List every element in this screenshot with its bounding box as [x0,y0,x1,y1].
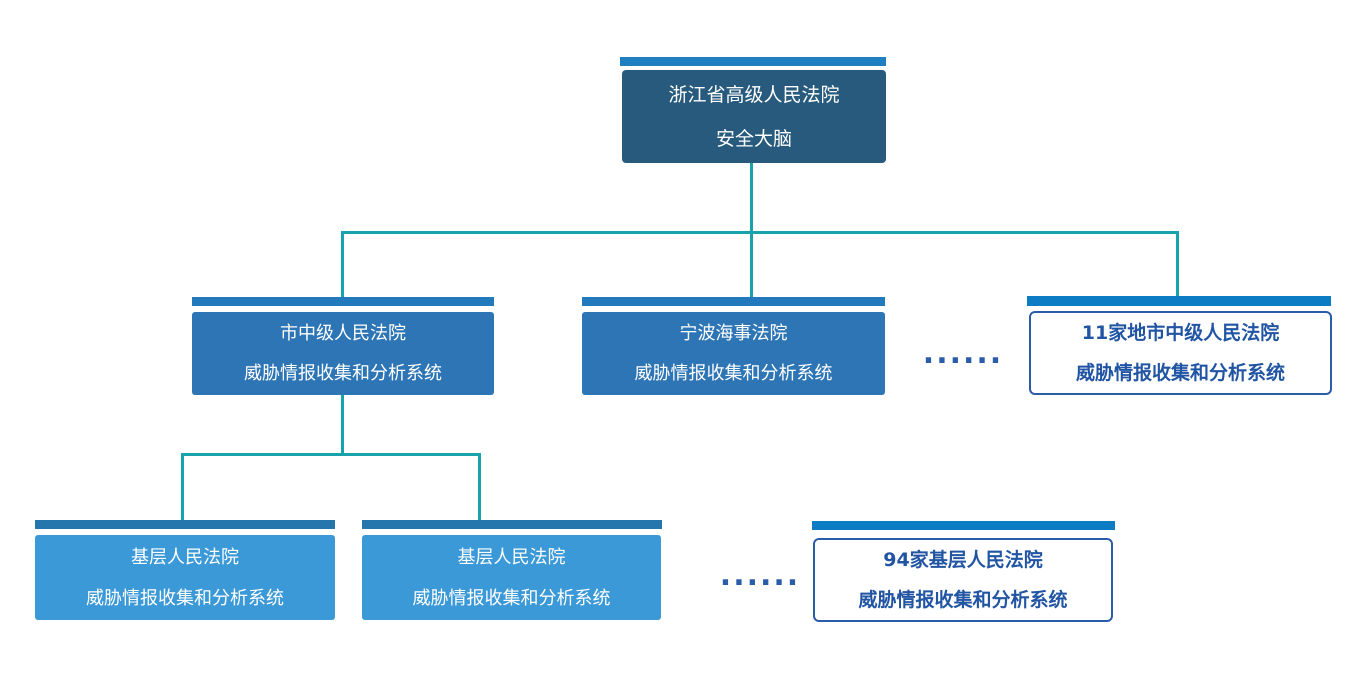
ningbo-accent-bar [582,297,885,306]
node-basic-summary: 94家基层人民法院 威胁情报收集和分析系统 [813,538,1113,622]
node-basic-court-1: 基层人民法院 威胁情报收集和分析系统 [35,535,335,620]
node-basic2-line2: 威胁情报收集和分析系统 [412,587,611,609]
root-accent-bar [620,57,886,66]
connector-level3-horizontal [181,453,481,456]
basic-summary-accent-bar [812,521,1115,530]
node-intermediate-line1: 市中级人民法院 [280,322,406,344]
node-basic2-line1: 基层人民法院 [457,546,566,568]
connector-level3-left-drop [181,453,184,521]
connector-level3-right-drop [478,453,481,521]
connector-level2-horizontal [341,231,1179,234]
node-basic-summary-line2: 威胁情报收集和分析系统 [858,589,1068,611]
ellipsis-bottom: ...... [719,558,801,593]
node-ningbo-maritime-court: 宁波海事法院 威胁情报收集和分析系统 [582,312,885,395]
node-basic1-line2: 威胁情报收集和分析系统 [86,587,284,609]
basic1-accent-bar [35,520,335,529]
node-intermediate-summary-line1: 11家地市中级人民法院 [1081,322,1280,344]
node-intermediate-summary-line2: 威胁情报收集和分析系统 [1075,362,1285,384]
node-intermediate-court: 市中级人民法院 威胁情报收集和分析系统 [192,312,494,395]
connector-intermediate-drop [341,395,344,456]
intermediate-accent-bar [192,297,494,306]
node-ningbo-line2: 威胁情报收集和分析系统 [634,362,833,384]
node-root-line1: 浙江省高级人民法院 [668,83,840,106]
connector-root-drop [750,163,753,233]
connector-level2-left-drop [341,231,344,297]
node-ningbo-line1: 宁波海事法院 [679,322,788,344]
node-root-line2: 安全大脑 [715,127,792,150]
node-intermediate-summary: 11家地市中级人民法院 威胁情报收集和分析系统 [1029,311,1332,395]
node-intermediate-line2: 威胁情报收集和分析系统 [244,362,442,384]
basic2-accent-bar [362,520,662,529]
node-basic1-line1: 基层人民法院 [131,546,239,568]
node-root: 浙江省高级人民法院 安全大脑 [622,70,886,163]
ellipsis-mid: ...... [922,336,1004,371]
intermediate-summary-accent-bar [1027,296,1331,306]
connector-level2-right-drop [1176,231,1179,296]
node-basic-summary-line1: 94家基层人民法院 [883,549,1043,571]
connector-level2-center-drop [750,231,753,298]
node-basic-court-2: 基层人民法院 威胁情报收集和分析系统 [362,535,661,620]
